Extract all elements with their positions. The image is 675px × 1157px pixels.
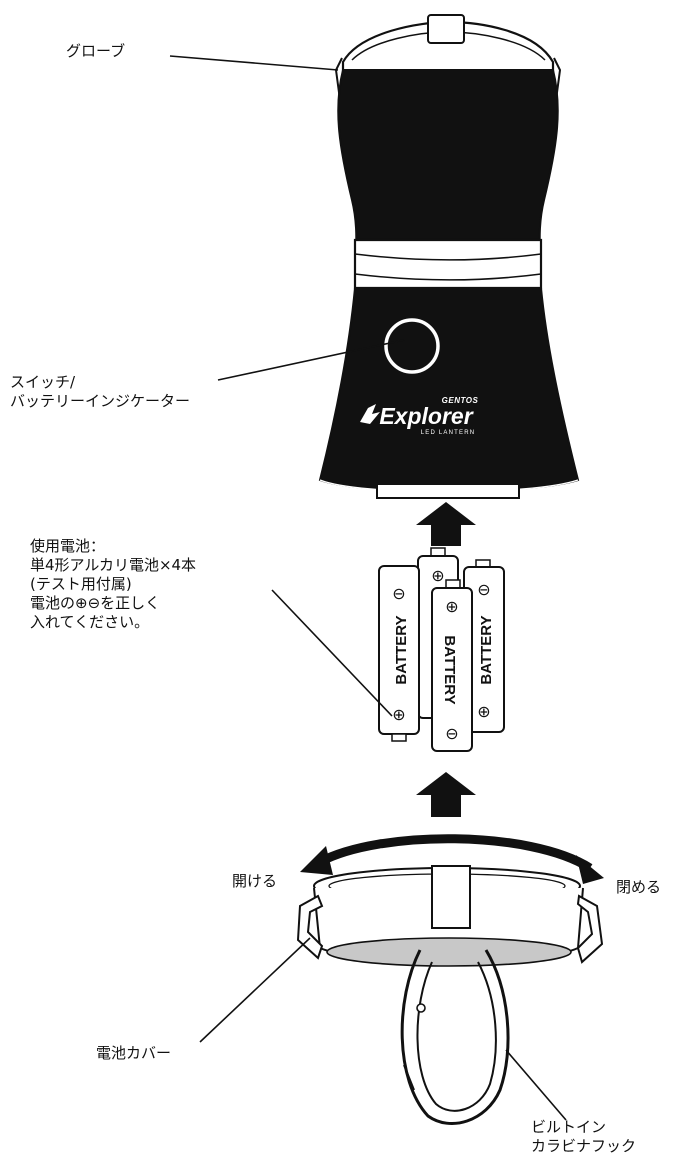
label-globe: グローブ — [66, 42, 125, 61]
label-close: 閉める — [616, 878, 661, 897]
leader-carabiner — [505, 1049, 567, 1121]
leader-globe — [169, 55, 339, 71]
logo-product: Explorer — [379, 403, 473, 429]
arrow-up-bottom — [416, 772, 476, 817]
lantern-globe — [334, 14, 562, 261]
leader-battery — [271, 589, 393, 717]
label-battery-cover-text: 電池カバー — [96, 1044, 172, 1062]
battery-front-plus-symbol: ⊕ — [445, 597, 458, 616]
label-carabiner-line-1: ビルトイン — [531, 1118, 607, 1136]
arrow-up-top — [416, 502, 476, 546]
label-battery-line-5: 入れてください。 — [30, 613, 150, 631]
logo-sub: LED LANTERN — [421, 430, 476, 436]
battery-front-minus-symbol: ⊖ — [445, 724, 458, 743]
leader-switch — [217, 339, 405, 381]
label-carabiner-line-2: カラビナフック — [531, 1137, 637, 1155]
battery-left-plus-symbol: ⊕ — [392, 705, 405, 724]
lantern-body — [318, 287, 580, 499]
battery-back-plus-symbol: ⊕ — [431, 566, 444, 585]
label-globe-text: グローブ — [66, 42, 126, 60]
label-close-text: 閉める — [616, 878, 662, 896]
label-carabiner: ビルトイン カラビナフック — [531, 1118, 636, 1156]
label-switch-line-1: スイッチ/ — [10, 373, 76, 391]
label-battery-line-2: 単4形アルカリ電池×4本 — [30, 556, 197, 574]
leader-cover — [199, 937, 311, 1043]
label-battery-line-3: (テスト用付属) — [30, 575, 132, 593]
battery-label-right: BATTERY — [478, 615, 495, 684]
lantern-bottom-plate — [376, 483, 520, 499]
label-battery-cover: 電池カバー — [96, 1044, 171, 1063]
base-disc — [326, 937, 572, 967]
battery-left — [378, 565, 420, 742]
label-switch: スイッチ/ バッテリーインジケーター — [10, 373, 190, 411]
batteries: BATTERY BATTERY BATTERY ⊖ ⊕ ⊕ ⊕ ⊖ ⊖ ⊕ — [378, 547, 505, 752]
label-switch-line-2: バッテリーインジケーター — [10, 392, 191, 410]
label-battery-line-1: 使用電池： — [30, 537, 106, 555]
logo-brand: GENTOS — [442, 396, 479, 405]
battery-right-minus-symbol: ⊖ — [477, 580, 490, 599]
label-open: 開ける — [232, 872, 277, 891]
label-battery-info: 使用電池： 単4形アルカリ電池×4本 (テスト用付属) 電池の⊕⊖を正しく 入れ… — [30, 537, 196, 632]
globe-top-knob — [427, 14, 465, 44]
battery-cover — [296, 865, 604, 967]
battery-label-left: BATTERY — [393, 615, 410, 684]
leader-lines — [169, 55, 567, 1121]
battery-front — [431, 579, 473, 752]
switch-button[interactable] — [384, 318, 440, 374]
rotation-arrow — [300, 834, 604, 884]
logo-emblem-icon — [360, 404, 380, 424]
lantern-ring — [353, 238, 543, 290]
battery-left-minus-symbol: ⊖ — [392, 584, 405, 603]
battery-right — [463, 559, 505, 733]
label-battery-line-4: 電池の⊕⊖を正しく — [30, 594, 161, 612]
label-open-text: 開ける — [232, 872, 278, 890]
carabiner-hook — [400, 949, 510, 1125]
battery-label-front: BATTERY — [441, 635, 458, 704]
battery-right-plus-symbol: ⊕ — [477, 702, 490, 721]
gentos-logo: GENTOS Explorer LED LANTERN — [360, 396, 478, 436]
